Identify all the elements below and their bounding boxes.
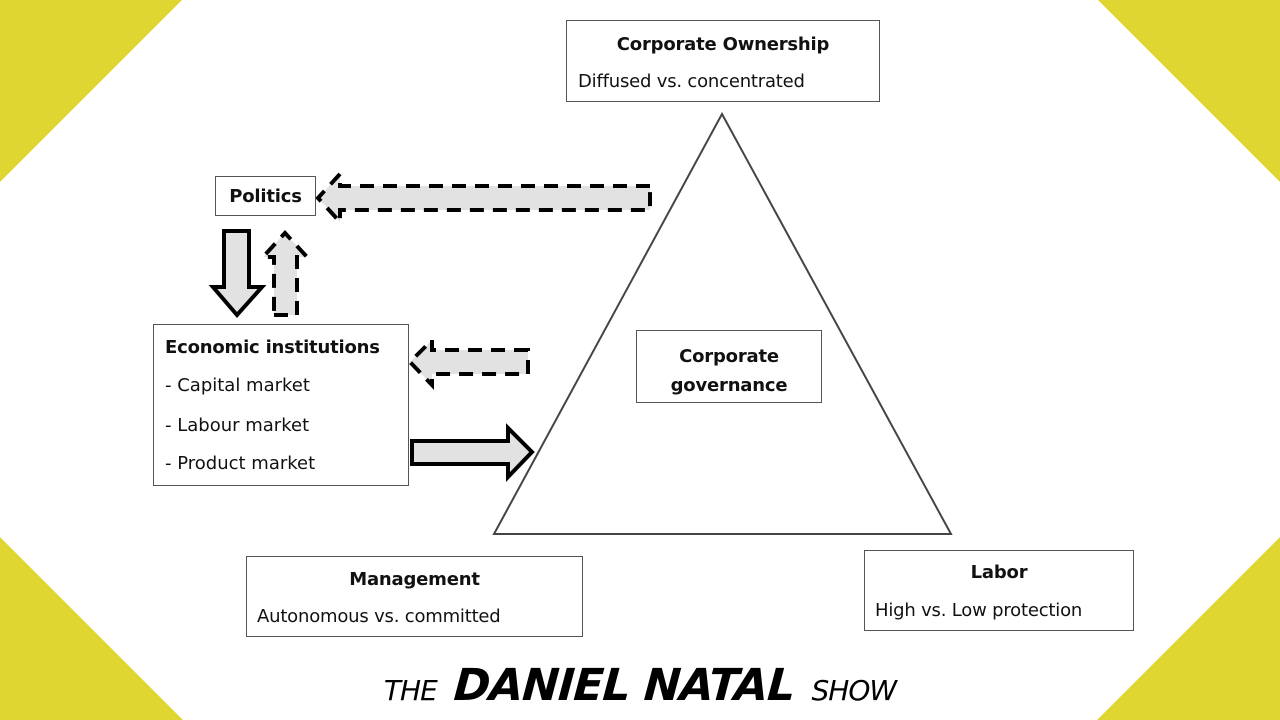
corporate-ownership-subtitle: Diffused vs. concentrated bbox=[578, 71, 805, 92]
economic-institution-item: - Labour market bbox=[165, 415, 310, 436]
labor-box: Labor High vs. Low protection bbox=[864, 550, 1134, 631]
corporate-ownership-box: Corporate Ownership Diffused vs. concent… bbox=[566, 20, 880, 102]
corner-decoration-top-left bbox=[0, 0, 182, 182]
corporate-governance-title-line1: Corporate bbox=[679, 346, 779, 367]
management-box: Management Autonomous vs. committed bbox=[246, 556, 583, 637]
corner-decoration-bottom-left bbox=[0, 537, 183, 720]
arrow-economic-institutions-to-governance bbox=[410, 423, 535, 482]
labor-subtitle: High vs. Low protection bbox=[875, 600, 1083, 621]
governance-triangle bbox=[492, 111, 953, 535]
corner-decoration-bottom-right bbox=[1097, 537, 1280, 720]
economic-institution-item: - Product market bbox=[165, 453, 316, 474]
arrow-governance-to-economic-institutions bbox=[407, 335, 530, 390]
economic-institution-item: - Capital market bbox=[165, 375, 310, 396]
arrow-governance-to-politics bbox=[315, 168, 652, 228]
politics-box: Politics bbox=[215, 176, 316, 216]
corporate-governance-box: Corporate governance bbox=[636, 330, 822, 403]
brand-suffix: SHOW bbox=[811, 674, 898, 707]
economic-institutions-box: Economic institutions - Capital market -… bbox=[153, 324, 409, 486]
arrow-politics-to-economic-institutions bbox=[208, 229, 267, 319]
brand-prefix: THE bbox=[383, 674, 438, 707]
economic-institutions-title: Economic institutions bbox=[165, 337, 380, 358]
corporate-governance-title-line2: governance bbox=[670, 375, 788, 396]
politics-title: Politics bbox=[229, 186, 302, 207]
brand-name: DANIEL NATAL bbox=[452, 660, 797, 711]
corner-decoration-top-right bbox=[1098, 0, 1280, 182]
corporate-governance-title: Corporate governance bbox=[637, 342, 821, 400]
corporate-ownership-title: Corporate Ownership bbox=[616, 34, 830, 55]
arrow-economic-institutions-to-politics bbox=[258, 230, 312, 317]
show-branding: THE DANIEL NATAL SHOW bbox=[0, 660, 1280, 711]
management-title: Management bbox=[349, 569, 480, 590]
management-subtitle: Autonomous vs. committed bbox=[257, 606, 501, 627]
labor-title: Labor bbox=[970, 562, 1028, 583]
